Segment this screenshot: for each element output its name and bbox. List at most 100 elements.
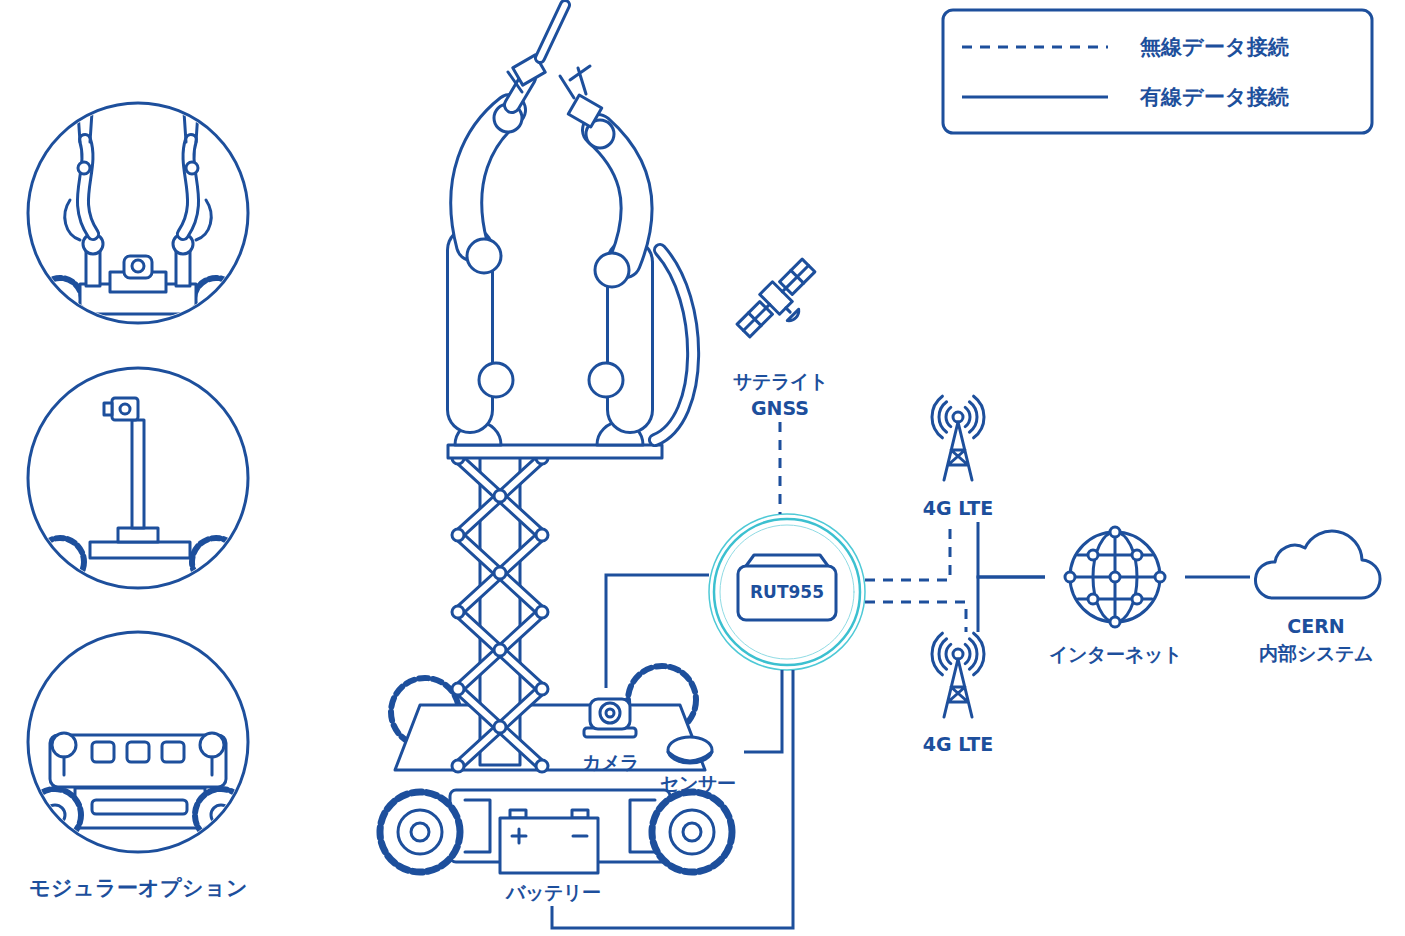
globe-icon bbox=[1070, 532, 1160, 622]
robot-illustration bbox=[540, 5, 565, 58]
node-text: サテライト GNSS bbox=[728, 368, 832, 422]
robot-illustration bbox=[479, 363, 513, 397]
robot-illustration bbox=[494, 567, 506, 579]
router-icon bbox=[720, 525, 854, 659]
module-sensor-deck bbox=[52, 733, 76, 757]
module-camera-mast bbox=[36, 538, 84, 586]
module-camera-mast bbox=[112, 398, 138, 420]
globe-icon bbox=[1155, 572, 1165, 582]
module-sensor-deck bbox=[162, 742, 184, 762]
sensor-node: センサー bbox=[652, 735, 744, 797]
legend-frame bbox=[943, 10, 1372, 133]
module-dual-arm bbox=[183, 140, 193, 234]
robot-illustration bbox=[467, 239, 501, 273]
globe-icon bbox=[1088, 594, 1098, 604]
legend-line bbox=[962, 46, 1108, 49]
robot-illustration bbox=[536, 683, 548, 695]
cell-tower-node: 4G LTE bbox=[905, 632, 1011, 758]
robot-illustration bbox=[398, 810, 442, 854]
robot-illustration bbox=[411, 823, 429, 841]
legend-text: 有線データ接続 bbox=[1140, 80, 1289, 114]
legend-line bbox=[962, 96, 1108, 99]
module-dual-arm bbox=[124, 256, 152, 278]
module-circle bbox=[28, 368, 248, 588]
cell-tower-icon bbox=[944, 659, 972, 717]
module-circle bbox=[28, 103, 248, 323]
robot-illustration bbox=[458, 458, 542, 766]
module-dual-arm bbox=[83, 140, 93, 234]
globe-icon bbox=[1132, 594, 1142, 604]
robot-illustration bbox=[652, 792, 732, 872]
robot-illustration bbox=[600, 703, 620, 723]
node-text: カメラ bbox=[582, 749, 639, 776]
node-text: インターネット bbox=[1049, 641, 1182, 668]
globe-icon bbox=[1110, 572, 1120, 582]
robot-illustration bbox=[452, 606, 464, 618]
robot-illustration bbox=[589, 363, 623, 397]
wireless-link bbox=[865, 522, 950, 580]
module-camera-mast bbox=[90, 542, 190, 558]
robot-illustration bbox=[595, 253, 629, 287]
module-dual-arm bbox=[38, 112, 238, 322]
module-dual-arm bbox=[78, 112, 198, 142]
globe-icon bbox=[1065, 527, 1165, 627]
cloud-icon bbox=[1255, 531, 1380, 598]
robot-illustration bbox=[536, 606, 548, 618]
module-camera-mast bbox=[36, 398, 240, 586]
robot-illustration bbox=[452, 452, 548, 772]
node-text: 4G LTE bbox=[923, 731, 993, 758]
robot-illustration bbox=[380, 5, 732, 873]
wired-link bbox=[978, 522, 1045, 577]
cell-tower-icon bbox=[932, 396, 984, 480]
globe-icon bbox=[1065, 527, 1165, 627]
robot-illustration bbox=[452, 683, 464, 695]
router-icon bbox=[714, 519, 860, 665]
robot-illustration bbox=[670, 810, 714, 854]
cloud-node: CERN 内部システム bbox=[1250, 525, 1382, 667]
robot-illustration bbox=[598, 130, 637, 262]
legend-text: 無線データ接続 bbox=[1140, 30, 1289, 64]
battery-node: バッテリー bbox=[496, 812, 610, 906]
node-text: センサー bbox=[660, 770, 736, 797]
legend-sample bbox=[960, 80, 1110, 114]
wired-link bbox=[606, 575, 709, 688]
module-dual-arm bbox=[83, 140, 93, 234]
wireless-link bbox=[779, 422, 782, 514]
internet-node: インターネット bbox=[1045, 522, 1185, 668]
camera-node: カメラ bbox=[575, 688, 645, 776]
robot-illustration bbox=[606, 709, 614, 717]
module-sensor-deck bbox=[92, 742, 114, 762]
robot-illustration bbox=[512, 829, 587, 843]
robot-illustration bbox=[494, 490, 506, 502]
cell-tower-icon bbox=[932, 633, 951, 675]
cell-tower-icon bbox=[932, 633, 984, 717]
robot-illustration bbox=[683, 823, 701, 841]
module-dual-arm bbox=[132, 260, 144, 272]
group-label: モジュラーオプション bbox=[0, 872, 288, 904]
legend-row: 無線データ接続 bbox=[0, 30, 1405, 64]
module-sensor-deck bbox=[92, 800, 187, 814]
legend-row: 有線データ接続 bbox=[0, 80, 1405, 114]
robot-illustration bbox=[536, 760, 548, 772]
module-camera-mast bbox=[118, 528, 158, 542]
wireless-link bbox=[865, 602, 966, 632]
robot-illustration bbox=[452, 529, 464, 541]
module-dual-arm bbox=[65, 200, 211, 240]
robot-illustration bbox=[560, 66, 590, 98]
router-icon bbox=[709, 514, 865, 670]
module-camera-mast bbox=[192, 538, 240, 586]
robot-illustration bbox=[380, 792, 460, 872]
module-dual-arm bbox=[194, 278, 238, 322]
module-dual-arm bbox=[186, 162, 198, 174]
robot-illustration bbox=[655, 250, 693, 440]
wired-link bbox=[744, 670, 782, 752]
cell-tower-node: 4G LTE bbox=[905, 398, 1011, 522]
router-icon bbox=[746, 555, 828, 566]
node-text: 4G LTE bbox=[923, 495, 993, 522]
cell-tower-icon bbox=[965, 633, 984, 675]
